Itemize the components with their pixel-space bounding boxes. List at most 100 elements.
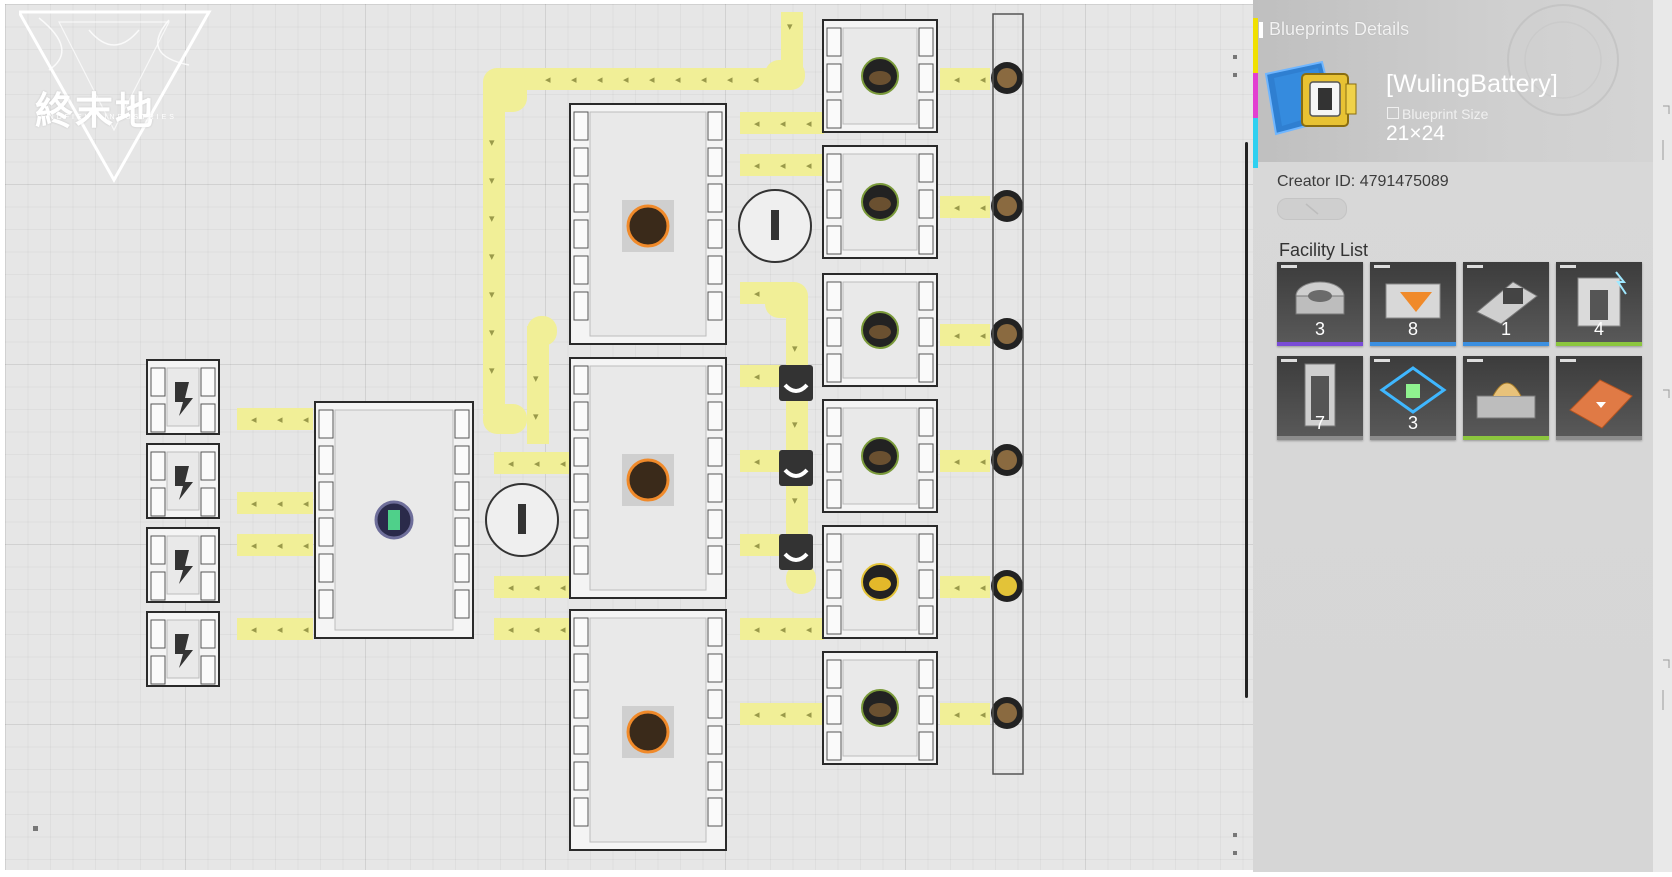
input-port: [826, 533, 842, 563]
floor-plate-icon: [1569, 379, 1633, 429]
canvas-scrollbar[interactable]: [1245, 142, 1248, 698]
conveyor-belt: [740, 154, 824, 176]
belt-arrow-icon: ▾: [489, 250, 495, 263]
belt-arrow-icon: ◂: [303, 413, 309, 426]
belt-corner: [765, 60, 805, 90]
belt-arrow-icon: ▾: [489, 288, 495, 301]
input-port: [150, 367, 166, 397]
panel-title: Blueprints Details: [1269, 19, 1410, 39]
output-port: [918, 533, 934, 563]
input-port: [573, 653, 589, 683]
conveyor-belt: [940, 324, 990, 346]
conveyor-belt: [740, 450, 780, 472]
output-port: [918, 605, 934, 635]
output-port: [918, 659, 934, 689]
tier-tag: [1374, 265, 1390, 268]
facility-grinding-unit[interactable]: 1: [1463, 262, 1549, 346]
power-icon: [175, 550, 193, 584]
output-port: [707, 401, 723, 431]
belt-arrow-icon: ◂: [780, 117, 786, 130]
facility-packaging-unit[interactable]: 8: [1370, 262, 1456, 346]
belt-arrow-icon: ◂: [980, 581, 986, 594]
belt-arrow-icon: ◂: [954, 329, 960, 342]
rarity-bar: [1277, 436, 1363, 440]
slash-icon: [1305, 203, 1319, 215]
belt-arrow-icon: ◂: [649, 73, 655, 86]
belt-arrow-icon: ◂: [303, 623, 309, 636]
facility-count: 1: [1500, 319, 1511, 339]
tier-tag: [1560, 265, 1576, 268]
belt-arrow-icon: ▾: [489, 212, 495, 225]
output-port: [200, 655, 216, 685]
battery-item-icon: [626, 458, 670, 502]
copy-pill-button[interactable]: [1277, 198, 1347, 220]
resize-icon: [1387, 107, 1399, 119]
ore-icon: [869, 577, 891, 591]
belt-arrow-icon: ▾: [787, 20, 793, 33]
belt-arrow-icon: ▾: [792, 418, 798, 431]
battery-blueprint-icon: [1264, 60, 1357, 136]
facility-power-pylon[interactable]: 4: [1556, 262, 1642, 346]
conveyor-belt: [494, 576, 574, 598]
conveyor-belt: [740, 534, 780, 556]
belt-arrow-icon: ◂: [754, 455, 760, 468]
input-port: [573, 255, 589, 285]
splitter: [779, 450, 813, 486]
facility-storage-tower[interactable]: 7: [1277, 356, 1363, 440]
facility-splitter[interactable]: [1463, 356, 1549, 440]
output-port: [707, 365, 723, 395]
header-decoration: [1507, 4, 1619, 116]
input-port: [826, 605, 842, 635]
relay-tower-icon: [1379, 366, 1447, 414]
blueprint-icon: [1262, 56, 1374, 140]
belt-arrow-icon: ◂: [560, 457, 566, 470]
input-port: [150, 655, 166, 685]
belt-arrow-icon: ◂: [560, 623, 566, 636]
output-port: [200, 535, 216, 565]
output-port: [707, 761, 723, 791]
ore-output-icon: [997, 196, 1017, 216]
ore-output-icon: [997, 68, 1017, 88]
rarity-bar: [1370, 342, 1456, 346]
output-port: [918, 153, 934, 183]
packaging-unit-icon: [1385, 283, 1441, 319]
facility-count: 8: [1407, 319, 1418, 339]
output-port: [454, 553, 470, 583]
ore-icon: [869, 197, 891, 211]
output-port: [918, 695, 934, 725]
belt-arrow-icon: ◂: [560, 581, 566, 594]
panel-edge: [1653, 0, 1672, 872]
tier-tag: [1374, 359, 1390, 362]
input-port: [826, 407, 842, 437]
blueprint-canvas[interactable]: ◂◂◂◂◂◂◂◂◂◂◂◂◂◂◂◂◂◂◂◂◂◂◂◂◂◂◂◂◂◂◂◂◂◂◂◂◂◂◂◂…: [5, 4, 1253, 870]
splitter-icon: [1476, 382, 1536, 419]
ore-icon: [869, 451, 891, 465]
tier-tag: [1467, 265, 1483, 268]
conveyor-belt: [940, 450, 990, 472]
output-port: [707, 689, 723, 719]
input-port: [573, 291, 589, 321]
conveyor-belt: [237, 618, 313, 640]
power-icon: [175, 634, 193, 668]
blueprint-name: [WulingBattery]: [1386, 70, 1559, 98]
facility-floor-plate[interactable]: [1556, 356, 1642, 440]
conveyor-belt: [940, 196, 990, 218]
rarity-bar: [1463, 436, 1549, 440]
input-port: [150, 487, 166, 517]
facility-refining-unit[interactable]: 3: [1277, 262, 1363, 346]
output-port: [454, 409, 470, 439]
input-port: [826, 99, 842, 129]
input-port: [150, 571, 166, 601]
input-port: [573, 183, 589, 213]
splitter-icon: [783, 552, 809, 562]
input-port: [573, 689, 589, 719]
facility-count: 4: [1593, 319, 1604, 339]
conveyor-belt: [740, 112, 824, 134]
input-port: [573, 509, 589, 539]
input-port: [150, 619, 166, 649]
conveyor-belt: [505, 68, 785, 90]
input-port: [826, 189, 842, 219]
facility-relay-tower[interactable]: 3: [1370, 356, 1456, 440]
battery-item-icon: [626, 710, 670, 754]
belt-arrow-icon: ◂: [754, 287, 760, 300]
